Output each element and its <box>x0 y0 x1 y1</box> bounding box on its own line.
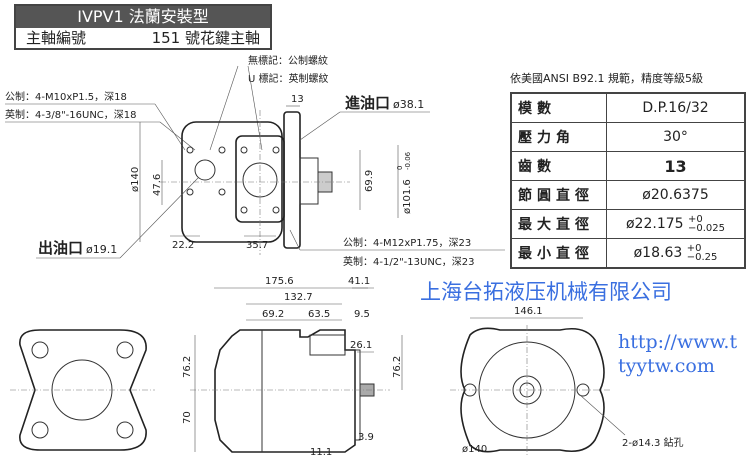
dim-9-5: 9.5 <box>354 309 370 320</box>
dim-35-7: 35.7 <box>246 240 268 251</box>
inlet-label: 進油口 <box>345 94 390 112</box>
inlet-size: ø38.1 <box>393 98 424 111</box>
dim-76-2-right: 76.2 <box>392 356 403 378</box>
shaft-row: 主軸編號 151 號花鍵主軸 <box>16 28 270 48</box>
outlet-label: 出油口 <box>38 239 83 257</box>
dim-76-2-left: 76.2 <box>182 356 193 378</box>
tol-101-lower: -0.06 <box>404 151 412 170</box>
dim-69-2: 69.2 <box>262 309 284 320</box>
row-key: 最大直徑 <box>510 209 607 239</box>
dim-175-6: 175.6 <box>265 276 294 287</box>
shaft-value: 151 號花鍵主軸 <box>151 29 260 47</box>
dim-22-2: 22.2 <box>172 240 194 251</box>
row-key: 齒數 <box>510 151 607 181</box>
row-value-cell: ø18.63 +0−0.25 <box>606 238 746 269</box>
rear-view <box>450 317 626 455</box>
row-key: 壓力角 <box>510 122 607 152</box>
tol-upper: +0 <box>688 214 703 225</box>
row-key: 最小直徑 <box>510 238 607 269</box>
dim-101-6: ø101.6 <box>402 179 413 214</box>
note-inlet-metric: 公制：4-M12xP1.75，深23 <box>343 236 471 249</box>
note-u-mark: U 標記：英制螺紋 <box>248 72 329 85</box>
left-view <box>10 329 155 451</box>
note-outlet-metric: 公制：4-M10xP1.5，深18 <box>5 90 127 103</box>
note-outlet-imperial: 英制：4-3/8"-16UNC，深18 <box>5 108 137 121</box>
dim-3-9: 3.9 <box>358 432 374 443</box>
model-title: IVPV1 法蘭安裝型 <box>16 6 270 28</box>
dim-69-9: 69.9 <box>364 170 375 192</box>
title-box: IVPV1 法蘭安裝型 主軸編號 151 號花鍵主軸 <box>14 4 272 50</box>
row-value: D.P.16/32 <box>606 92 746 123</box>
dim-140: ø140 <box>130 167 141 192</box>
shaft-label: 主軸編號 <box>26 29 87 47</box>
tolerance: +0−0.25 <box>686 243 718 263</box>
dim-63-5: 63.5 <box>308 309 330 320</box>
row-value: ø22.175 <box>625 216 684 232</box>
dim-41-1: 41.1 <box>348 276 370 287</box>
row-value: ø18.63 <box>633 245 683 261</box>
holes-label: 2-ø14.3 鉆孔 <box>622 436 684 449</box>
dim-146-1: 146.1 <box>514 306 543 317</box>
tolerance: +0−0.025 <box>688 214 726 234</box>
side-view <box>190 287 403 453</box>
tol-lower: −0.025 <box>688 223 726 234</box>
row-key: 節圓直徑 <box>510 180 607 210</box>
dim-132-7: 132.7 <box>284 292 313 303</box>
row-value: 30° <box>606 122 746 152</box>
dim-47-6: 47.6 <box>152 174 163 196</box>
note-no-mark: 無標記：公制螺紋 <box>248 54 328 67</box>
dim-rear-140: ø140 <box>462 444 487 455</box>
outlet-size: ø19.1 <box>86 243 117 256</box>
dim-13: 13 <box>291 94 304 105</box>
note-inlet-imperial: 英制：4-1/2"-13UNC，深23 <box>343 255 475 268</box>
row-value-cell: ø22.175 +0−0.025 <box>606 209 746 239</box>
row-value: ø20.6375 <box>606 180 746 210</box>
dim-26-1: 26.1 <box>350 340 372 351</box>
row-value: 13 <box>606 151 746 181</box>
dim-11-1: 11.1 <box>310 447 332 458</box>
tol-101-upper: 0 <box>396 166 404 170</box>
dim-70: 70 <box>182 411 193 424</box>
watermark-url: http://www.ttyytw.com <box>618 331 738 377</box>
tol-lower: −0.25 <box>686 252 718 263</box>
spline-caption: 依美國ANSI B92.1 規範，精度等級5級 <box>510 72 704 85</box>
tol-upper: +0 <box>686 243 702 254</box>
row-key: 模數 <box>510 92 607 123</box>
watermark-company: 上海台拓液压机械有限公司 <box>420 280 672 304</box>
front-view <box>139 105 399 255</box>
